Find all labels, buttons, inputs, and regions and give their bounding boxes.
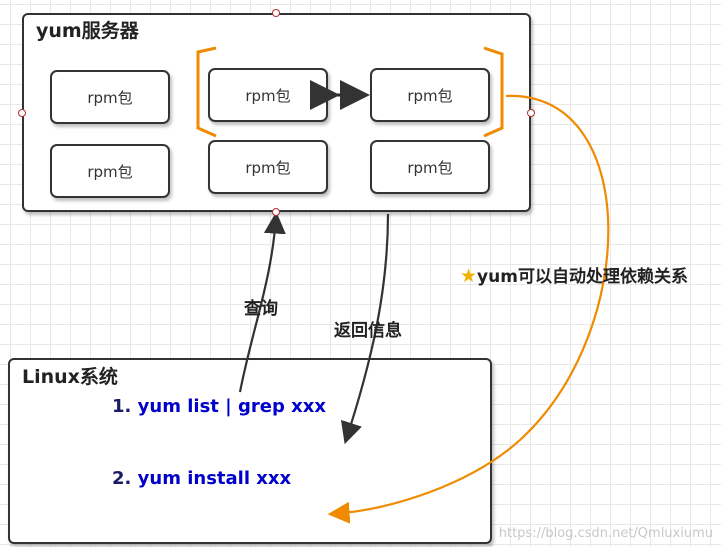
return-arrow bbox=[340, 213, 390, 445]
dependency-label-text: yum可以自动处理依赖关系 bbox=[477, 267, 688, 287]
linux-system-box bbox=[8, 358, 492, 544]
rpm-package: rpm包 bbox=[208, 140, 328, 194]
command-number: 2. bbox=[112, 468, 132, 489]
connection-handle bbox=[527, 109, 535, 117]
command-text: yum install xxx bbox=[137, 468, 292, 489]
return-info-label: 返回信息 bbox=[334, 321, 402, 341]
dependency-label: ★yum可以自动处理依赖关系 bbox=[460, 262, 688, 287]
connection-handle bbox=[272, 208, 280, 216]
dependency-flow-arrow bbox=[327, 94, 610, 524]
connection-handle bbox=[272, 9, 280, 17]
query-arrow bbox=[238, 211, 286, 393]
yum-server-title: yum服务器 bbox=[36, 20, 139, 42]
dependency-bracket-right bbox=[483, 46, 504, 138]
query-label: 查询 bbox=[244, 299, 278, 319]
star-icon: ★ bbox=[460, 265, 478, 287]
dependency-bracket-left bbox=[196, 46, 217, 138]
rpm-package: rpm包 bbox=[50, 70, 170, 124]
command-list: 1. yum list | grep xxx bbox=[112, 396, 326, 417]
command-number: 1. bbox=[112, 396, 132, 417]
rpm-package: rpm包 bbox=[370, 68, 490, 122]
watermark: https://blog.csdn.net/Qmluxiumu bbox=[498, 526, 713, 541]
linux-system-title: Linux系统 bbox=[22, 366, 118, 388]
command-install: 2. yum install xxx bbox=[112, 468, 291, 489]
rpm-package: rpm包 bbox=[370, 140, 490, 194]
command-text: yum list | grep xxx bbox=[137, 396, 326, 417]
connection-handle bbox=[18, 109, 26, 117]
rpm-package: rpm包 bbox=[50, 144, 170, 198]
rpm-package: rpm包 bbox=[208, 68, 328, 122]
